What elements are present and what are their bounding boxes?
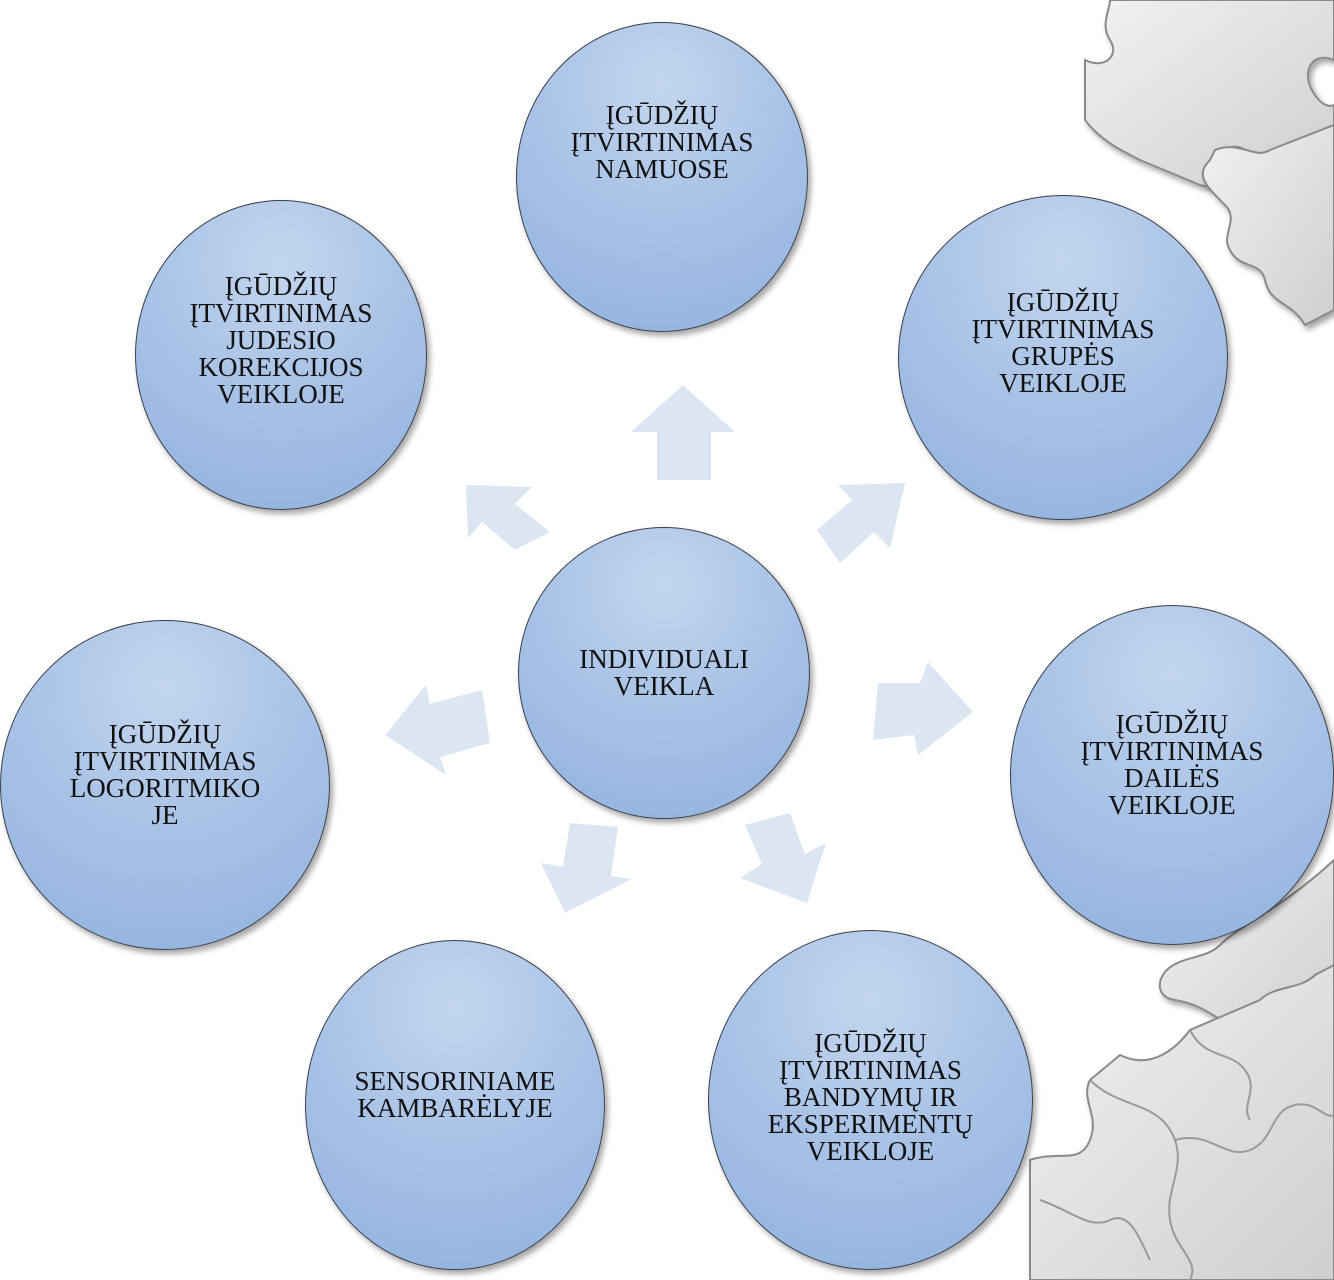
center-node-individuali-veikla: INDIVIDUALI VEIKLA: [518, 527, 810, 819]
puzzle-piece-bottom: [1029, 963, 1334, 1280]
arrow-right: [873, 662, 973, 755]
node-bandymu-label: ĮGŪDŽIŲ ĮTVIRTINIMAS BANDYMŲ IR EKSPERIM…: [767, 1028, 974, 1166]
node-grupes-veikloje: ĮGŪDŽIŲ ĮTVIRTINIMAS GRUPĖS VEIKLOJE: [898, 195, 1228, 520]
node-namuose: ĮGŪDŽIŲ ĮTVIRTINIMAS NAMUOSE: [516, 22, 808, 332]
node-bandymu-eksperimentu: ĮGŪDŽIŲ ĮTVIRTINIMAS BANDYMŲ IR EKSPERIM…: [708, 930, 1033, 1270]
node-grupes-label: ĮGŪDŽIŲ ĮTVIRTINIMAS GRUPĖS VEIKLOJE: [971, 286, 1155, 398]
node-dailes-label: ĮGŪDŽIŲ ĮTVIRTINIMAS DAILĖS VEIKLOJE: [1080, 709, 1264, 820]
arrow-upper-right: [817, 483, 905, 563]
arrow-lower-right: [740, 813, 826, 903]
node-dailes-veikloje: ĮGŪDŽIŲ ĮTVIRTINIMAS DAILĖS VEIKLOJE: [1010, 605, 1334, 945]
node-logoritmikoje: ĮGŪDŽIŲ ĮTVIRTINIMAS LOGORITMIKO JE: [0, 620, 330, 950]
node-judesio-label: ĮGŪDŽIŲ ĮTVIRTINIMAS JUDESIO KOREKCIJOS …: [189, 270, 373, 409]
arrow-up: [631, 385, 735, 480]
node-namuose-label: ĮGŪDŽIŲ ĮTVIRTINIMAS NAMUOSE: [570, 99, 754, 184]
node-judesio-korekcijos: ĮGŪDŽIŲ ĮTVIRTINIMAS JUDESIO KOREKCIJOS …: [135, 200, 427, 510]
node-logoritmikoje-label: ĮGŪDŽIŲ ĮTVIRTINIMAS LOGORITMIKO JE: [69, 719, 261, 830]
arrow-upper-left: [466, 485, 550, 550]
puzzle-piece-upper: [1201, 123, 1334, 327]
arrow-left: [385, 685, 490, 775]
arrow-lower-left: [541, 823, 632, 913]
center-node-label: INDIVIDUALI VEIKLA: [579, 644, 749, 701]
node-sensoriniame-kambarelyje: SENSORINIAME KAMBARĖLYJE: [305, 940, 605, 1270]
node-sensoriniame-label: SENSORINIAME KAMBARĖLYJE: [354, 1066, 556, 1123]
